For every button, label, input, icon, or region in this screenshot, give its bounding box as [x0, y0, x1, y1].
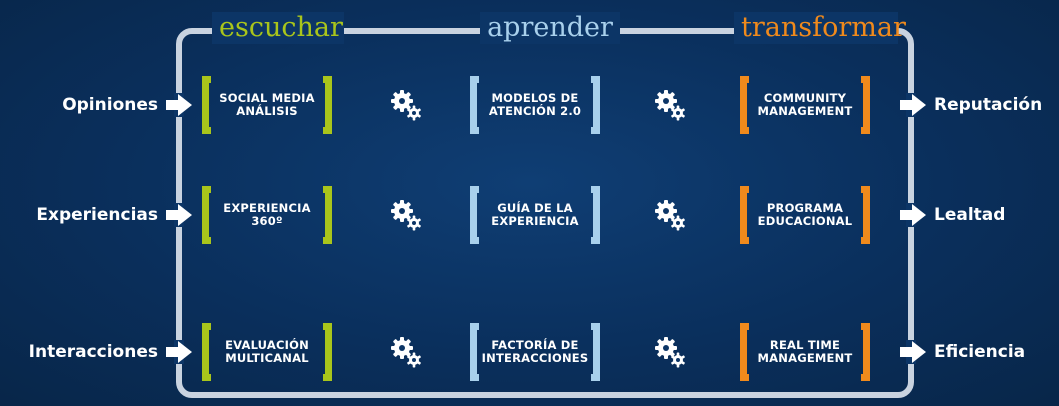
bracket-left	[740, 323, 749, 381]
bracket-right	[323, 323, 332, 381]
bracket-left	[740, 76, 749, 134]
box-label: MODELOS DE ATENCIÓN 2.0	[488, 91, 582, 118]
header-escuchar: escuchar	[212, 12, 344, 44]
right-arrow-icon	[900, 204, 926, 226]
bracket-right	[861, 323, 870, 381]
header-transformar: transformar	[734, 12, 906, 44]
right-arrow-icon	[166, 204, 192, 226]
bracket-left	[470, 323, 479, 381]
bracket-left	[470, 186, 479, 244]
box-label: SOCIAL MEDIA ANÁLISIS	[219, 91, 315, 118]
right-arrow-icon	[900, 341, 926, 363]
bracket-right	[591, 323, 600, 381]
bracket-right	[323, 186, 332, 244]
transformar-box: PROGRAMA EDUCACIONAL	[740, 186, 870, 244]
bracket-left	[470, 76, 479, 134]
escuchar-box: EXPERIENCIA 360º	[202, 186, 332, 244]
input-label: Opiniones	[62, 95, 158, 115]
bracket-right	[591, 76, 600, 134]
gears-icon	[388, 87, 424, 123]
bracket-left	[740, 186, 749, 244]
box-label: FACTORÍA DE INTERACCIONES	[481, 338, 589, 365]
box-label: EVALUACIÓN MULTICANAL	[225, 338, 309, 365]
gears-icon	[388, 197, 424, 233]
escuchar-box: SOCIAL MEDIA ANÁLISIS	[202, 76, 332, 134]
right-arrow-icon	[166, 94, 192, 116]
gears-icon	[652, 334, 688, 370]
header-aprender: aprender	[480, 12, 620, 44]
transformar-box: COMMUNITY MANAGEMENT	[740, 76, 870, 134]
bracket-right	[861, 186, 870, 244]
box-label: REAL TIME MANAGEMENT	[757, 338, 853, 365]
transformar-box: REAL TIME MANAGEMENT	[740, 323, 870, 381]
bracket-left	[202, 186, 211, 244]
input-label: Interacciones	[28, 342, 158, 362]
box-label: COMMUNITY MANAGEMENT	[757, 91, 853, 118]
gears-icon	[652, 87, 688, 123]
box-label: GUÍA DE LA EXPERIENCIA	[491, 201, 579, 228]
gears-icon	[388, 334, 424, 370]
bracket-left	[202, 76, 211, 134]
output-label: Eficiencia	[934, 342, 1026, 362]
right-arrow-icon	[900, 94, 926, 116]
bracket-right	[591, 186, 600, 244]
input-label: Experiencias	[36, 205, 158, 225]
escuchar-box: EVALUACIÓN MULTICANAL	[202, 323, 332, 381]
box-label: PROGRAMA EDUCACIONAL	[757, 201, 853, 228]
aprender-box: MODELOS DE ATENCIÓN 2.0	[470, 76, 600, 134]
aprender-box: GUÍA DE LA EXPERIENCIA	[470, 186, 600, 244]
bracket-right	[323, 76, 332, 134]
output-label: Lealtad	[934, 205, 1006, 225]
bracket-right	[861, 76, 870, 134]
bracket-left	[202, 323, 211, 381]
gears-icon	[652, 197, 688, 233]
output-label: Reputación	[934, 95, 1043, 115]
aprender-box: FACTORÍA DE INTERACCIONES	[470, 323, 600, 381]
right-arrow-icon	[166, 341, 192, 363]
box-label: EXPERIENCIA 360º	[223, 201, 311, 228]
